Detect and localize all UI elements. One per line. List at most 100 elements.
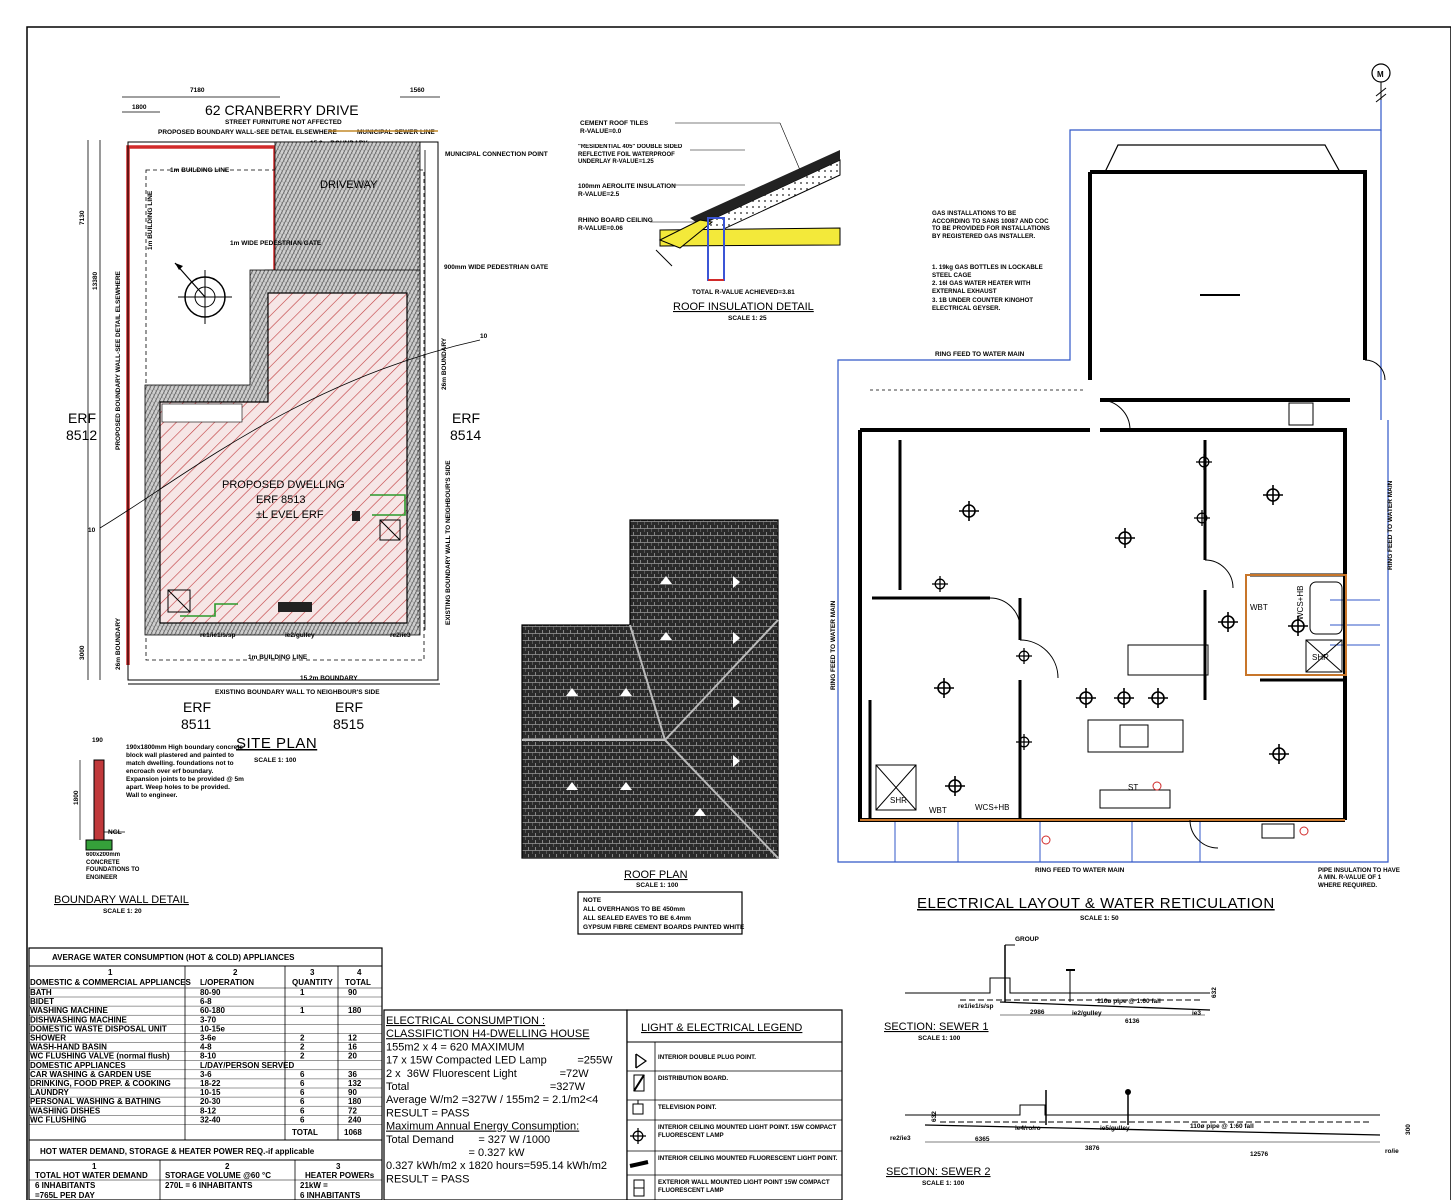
table-cell: 36	[348, 1070, 357, 1079]
table-cell: CAR WASHING & GARDEN USE	[30, 1070, 152, 1079]
bw-title: BOUNDARY WALL DETAIL	[54, 894, 189, 906]
col-num-2: 2	[233, 968, 238, 977]
s2-scale: SCALE 1: 100	[922, 1180, 965, 1187]
light-point-icon	[1263, 485, 1283, 505]
table-cell: 18-22	[200, 1079, 221, 1088]
wcs-2: WCS+HB	[975, 803, 1009, 812]
legend-item: INTERIOR CEILING MOUNTED FLUORESCENT LIG…	[658, 1155, 837, 1162]
ri-l2: "RESIDENTIAL 405" DOUBLE SIDED REFLECTIV…	[578, 144, 682, 165]
table-cell: 6	[300, 1070, 305, 1079]
consumption-line: 17 x 15W Compacted LED Lamp =255W	[386, 1055, 613, 1067]
hw-row1-3: 21kW =	[300, 1181, 328, 1190]
table-cell: 3-6	[200, 1070, 212, 1079]
hw-col-2: 2	[225, 1162, 230, 1171]
table-cell: WC FLUSHING VALVE (normal flush)	[30, 1052, 170, 1061]
light-point-icon	[1114, 688, 1134, 708]
table-cell: 2	[300, 1052, 305, 1061]
dim-1560: 1560	[410, 87, 425, 94]
light-point-icon	[1076, 688, 1096, 708]
col-header-4: TOTAL	[345, 978, 371, 987]
bw-dim-190: 190	[92, 737, 103, 744]
ie-label: ie2/gulley	[285, 632, 315, 639]
table-cell: 6	[300, 1115, 305, 1124]
s2-pipe: 110ø pipe @ 1:60 fall	[1190, 1123, 1254, 1130]
col-header-3: QUANTITY	[292, 978, 334, 987]
erf-bl-num: 8511	[181, 716, 211, 732]
s2-632: 632	[931, 1111, 938, 1122]
hw-col-1: 1	[92, 1162, 97, 1171]
table-cell: L/DAY/PERSON SERVED	[200, 1061, 294, 1070]
table-cell: 6-8	[200, 997, 212, 1006]
pipe-note: PIPE INSULATION TO HAVE A MIN. R-VALUE O…	[1318, 867, 1400, 889]
bw-dim-1800: 1800	[73, 790, 80, 805]
s1-d2: 6136	[1125, 1018, 1140, 1025]
consumption-line: CLASSIFICTION H4-DWELLING HOUSE	[386, 1028, 590, 1040]
erf-left-num: 8512	[66, 427, 97, 443]
hw-row1-1: 6 INHABITANTS	[35, 1181, 96, 1190]
table-cell: 132	[348, 1079, 362, 1088]
hw-header-1: TOTAL HOT WATER DEMAND	[35, 1171, 148, 1180]
television-point-icon	[632, 1100, 644, 1115]
table-title: AVERAGE WATER CONSUMPTION (HOT & COLD) A…	[52, 953, 295, 962]
consumption-line: 155m2 x 4 = 620 MAXIMUM	[386, 1041, 524, 1053]
boundary-wall-detail: 190 1800 190x1800mm High boundary concre…	[54, 737, 244, 915]
table-cell: DOMESTIC APPLIANCES	[30, 1061, 126, 1070]
bottom-boundary-dim: 15.2m BOUNDARY	[300, 675, 358, 682]
s1-ie3: ie3	[1192, 1010, 1201, 1017]
light-point-icon	[1194, 510, 1210, 526]
gate-900-label: 900mm WIDE PEDESTRIAN GATE	[444, 264, 549, 271]
table-cell: WC FLUSHING	[30, 1115, 86, 1124]
electrical-layout: M RING FEED TO WATER MAIN RING FEED TO W…	[830, 63, 1400, 922]
hw-header-2: STORAGE VOLUME @60 °C	[165, 1171, 271, 1180]
consumption-lines: ELECTRICAL CONSUMPTION :CLASSIFICTION H4…	[386, 1015, 613, 1185]
roof-plan: ROOF PLAN SCALE 1: 100 NOTE ALL OVERHANG…	[521, 519, 779, 935]
table-cell: 180	[348, 1006, 362, 1015]
legend-item: EXTERIOR WALL MOUNTED LIGHT POINT 15W CO…	[658, 1179, 830, 1194]
roof-note-1: NOTE	[583, 897, 602, 904]
light-point-icon	[1288, 616, 1308, 636]
sewer-section-2: re2/ie3 ie4/ro/ro ie5/gulley ro/ie 110ø …	[886, 1089, 1412, 1187]
hw-col-3: 3	[336, 1162, 341, 1171]
light-point-icon	[934, 678, 954, 698]
legend-item: INTERIOR DOUBLE PLUG POINT.	[658, 1054, 756, 1061]
bw-note: 190x1800mm High boundary concrete block …	[126, 744, 244, 799]
dim-7130: 7130	[79, 210, 86, 225]
s1-pipe: 110ø pipe @ 1:60 fall	[1097, 998, 1161, 1005]
driveway-label: DRIVEWAY	[320, 179, 378, 191]
table-cell: WASHING MACHINE	[30, 1006, 108, 1015]
s2-end: ro/ie	[1385, 1148, 1399, 1155]
bw-ngl: NGL	[108, 829, 122, 836]
ring-feed-left: RING FEED TO WATER MAIN	[830, 600, 837, 690]
hw-row2-3: 6 INHABITANTS	[300, 1191, 361, 1200]
shr-2: SHR	[890, 796, 907, 805]
ring-feed-top: RING FEED TO WATER MAIN	[935, 351, 1025, 358]
s1-632: 632	[1211, 987, 1218, 998]
st-label: ST	[1128, 783, 1138, 792]
s1-scale: SCALE 1: 100	[918, 1035, 961, 1042]
table-cell: 20	[348, 1052, 357, 1061]
light-electrical-legend: LIGHT & ELECTRICAL LEGEND INTERIOR DOUBL…	[626, 1009, 843, 1200]
light-point-icon	[959, 501, 979, 521]
col-num-1: 1	[108, 968, 113, 977]
light-point-icon	[1016, 648, 1032, 664]
gas-1: 1. 19kg GAS BOTTLES IN LOCKABLE STEEL CA…	[932, 264, 1043, 279]
roof-plan-title: ROOF PLAN	[624, 869, 688, 881]
total-value: 1068	[344, 1128, 362, 1137]
table-cell: 180	[348, 1097, 362, 1106]
re2-label: re2/ie3	[390, 632, 411, 639]
s2-title: SECTION: SEWER 2	[886, 1166, 991, 1178]
table-cell: 8-10	[200, 1052, 217, 1061]
dwelling-label-2: ERF 8513	[256, 494, 306, 506]
s1-re: re1/ie1/s/sp	[958, 1003, 993, 1010]
ri-l1b: R-VALUE=0.0	[580, 128, 622, 135]
table-cell: WASH-HAND BASIN	[30, 1043, 107, 1052]
hw-header-3: HEATER POWERs	[305, 1171, 375, 1180]
col-num-3: 3	[310, 968, 315, 977]
col-header-1: DOMESTIC & COMMERCIAL APPLIANCES	[30, 978, 192, 987]
table-cell: 6	[300, 1097, 305, 1106]
table-cell: WASHING DISHES	[30, 1106, 101, 1115]
gas-note: GAS INSTALLATIONS TO BE ACCORDING TO SAN…	[932, 210, 1050, 240]
erf-right-label: ERF	[452, 410, 480, 426]
consumption-line: RESULT = PASS	[386, 1173, 469, 1185]
